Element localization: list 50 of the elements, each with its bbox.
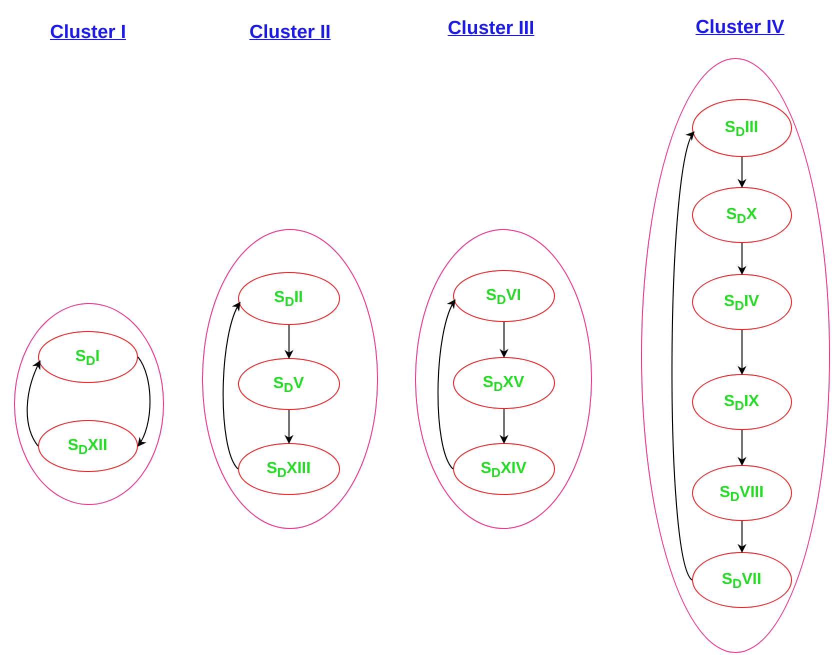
arrow [284,325,294,359]
state-label: S$_{D}$I [75,348,100,366]
cluster-heading: Cluster IV [696,17,784,39]
state-ellipse [238,442,340,494]
arrow [138,356,151,447]
state-label: S$_{D}$X [726,206,757,224]
state-label: S$_{D}$V [273,374,304,392]
state-ellipse [452,270,554,322]
cluster-ellipse [14,303,164,505]
state-label: S$_{D}$XII [68,436,108,454]
arrow [738,430,746,466]
state-ellipse [452,356,554,408]
state-ellipse [692,552,792,608]
state-label: S$_{D}$IX [724,392,760,410]
state-label: S$_{D}$XIII [266,460,311,478]
state-label: S$_{D}$VIII [719,484,764,502]
state-label: S$_{D}$XV [482,374,524,392]
state-label: S$_{D}$III [724,118,758,136]
arrow [671,131,695,580]
state-ellipse [452,442,554,494]
arrow [26,360,41,446]
cluster-ellipse [641,58,830,653]
arrow [500,322,508,358]
arrow [738,330,746,375]
state-ellipse [692,186,792,242]
arrow [438,299,456,470]
arrow [738,243,746,275]
arrow [500,409,508,444]
state-ellipse [692,464,792,520]
cluster-heading: Cluster II [249,22,331,44]
state-ellipse [238,272,340,324]
state-label: S$_{D}$IV [724,292,760,310]
state-label: S$_{D}$VI [486,286,522,304]
state-label: S$_{D}$II [274,289,303,307]
cluster-ellipse [202,229,378,529]
state-ellipse [38,330,138,382]
state-ellipse [692,98,792,156]
state-label: S$_{D}$XIV [480,460,526,478]
cluster-heading: Cluster III [448,18,534,40]
cluster-ellipse [415,229,592,529]
state-ellipse [692,274,792,330]
cluster-heading: Cluster I [50,22,126,44]
state-ellipse [692,374,792,430]
state-ellipse [38,420,138,472]
state-label: S$_{D}$VII [722,570,762,588]
arrow [222,302,240,470]
arrow [738,521,746,553]
arrow [738,157,746,188]
arrow [284,410,294,444]
state-ellipse [238,358,340,410]
